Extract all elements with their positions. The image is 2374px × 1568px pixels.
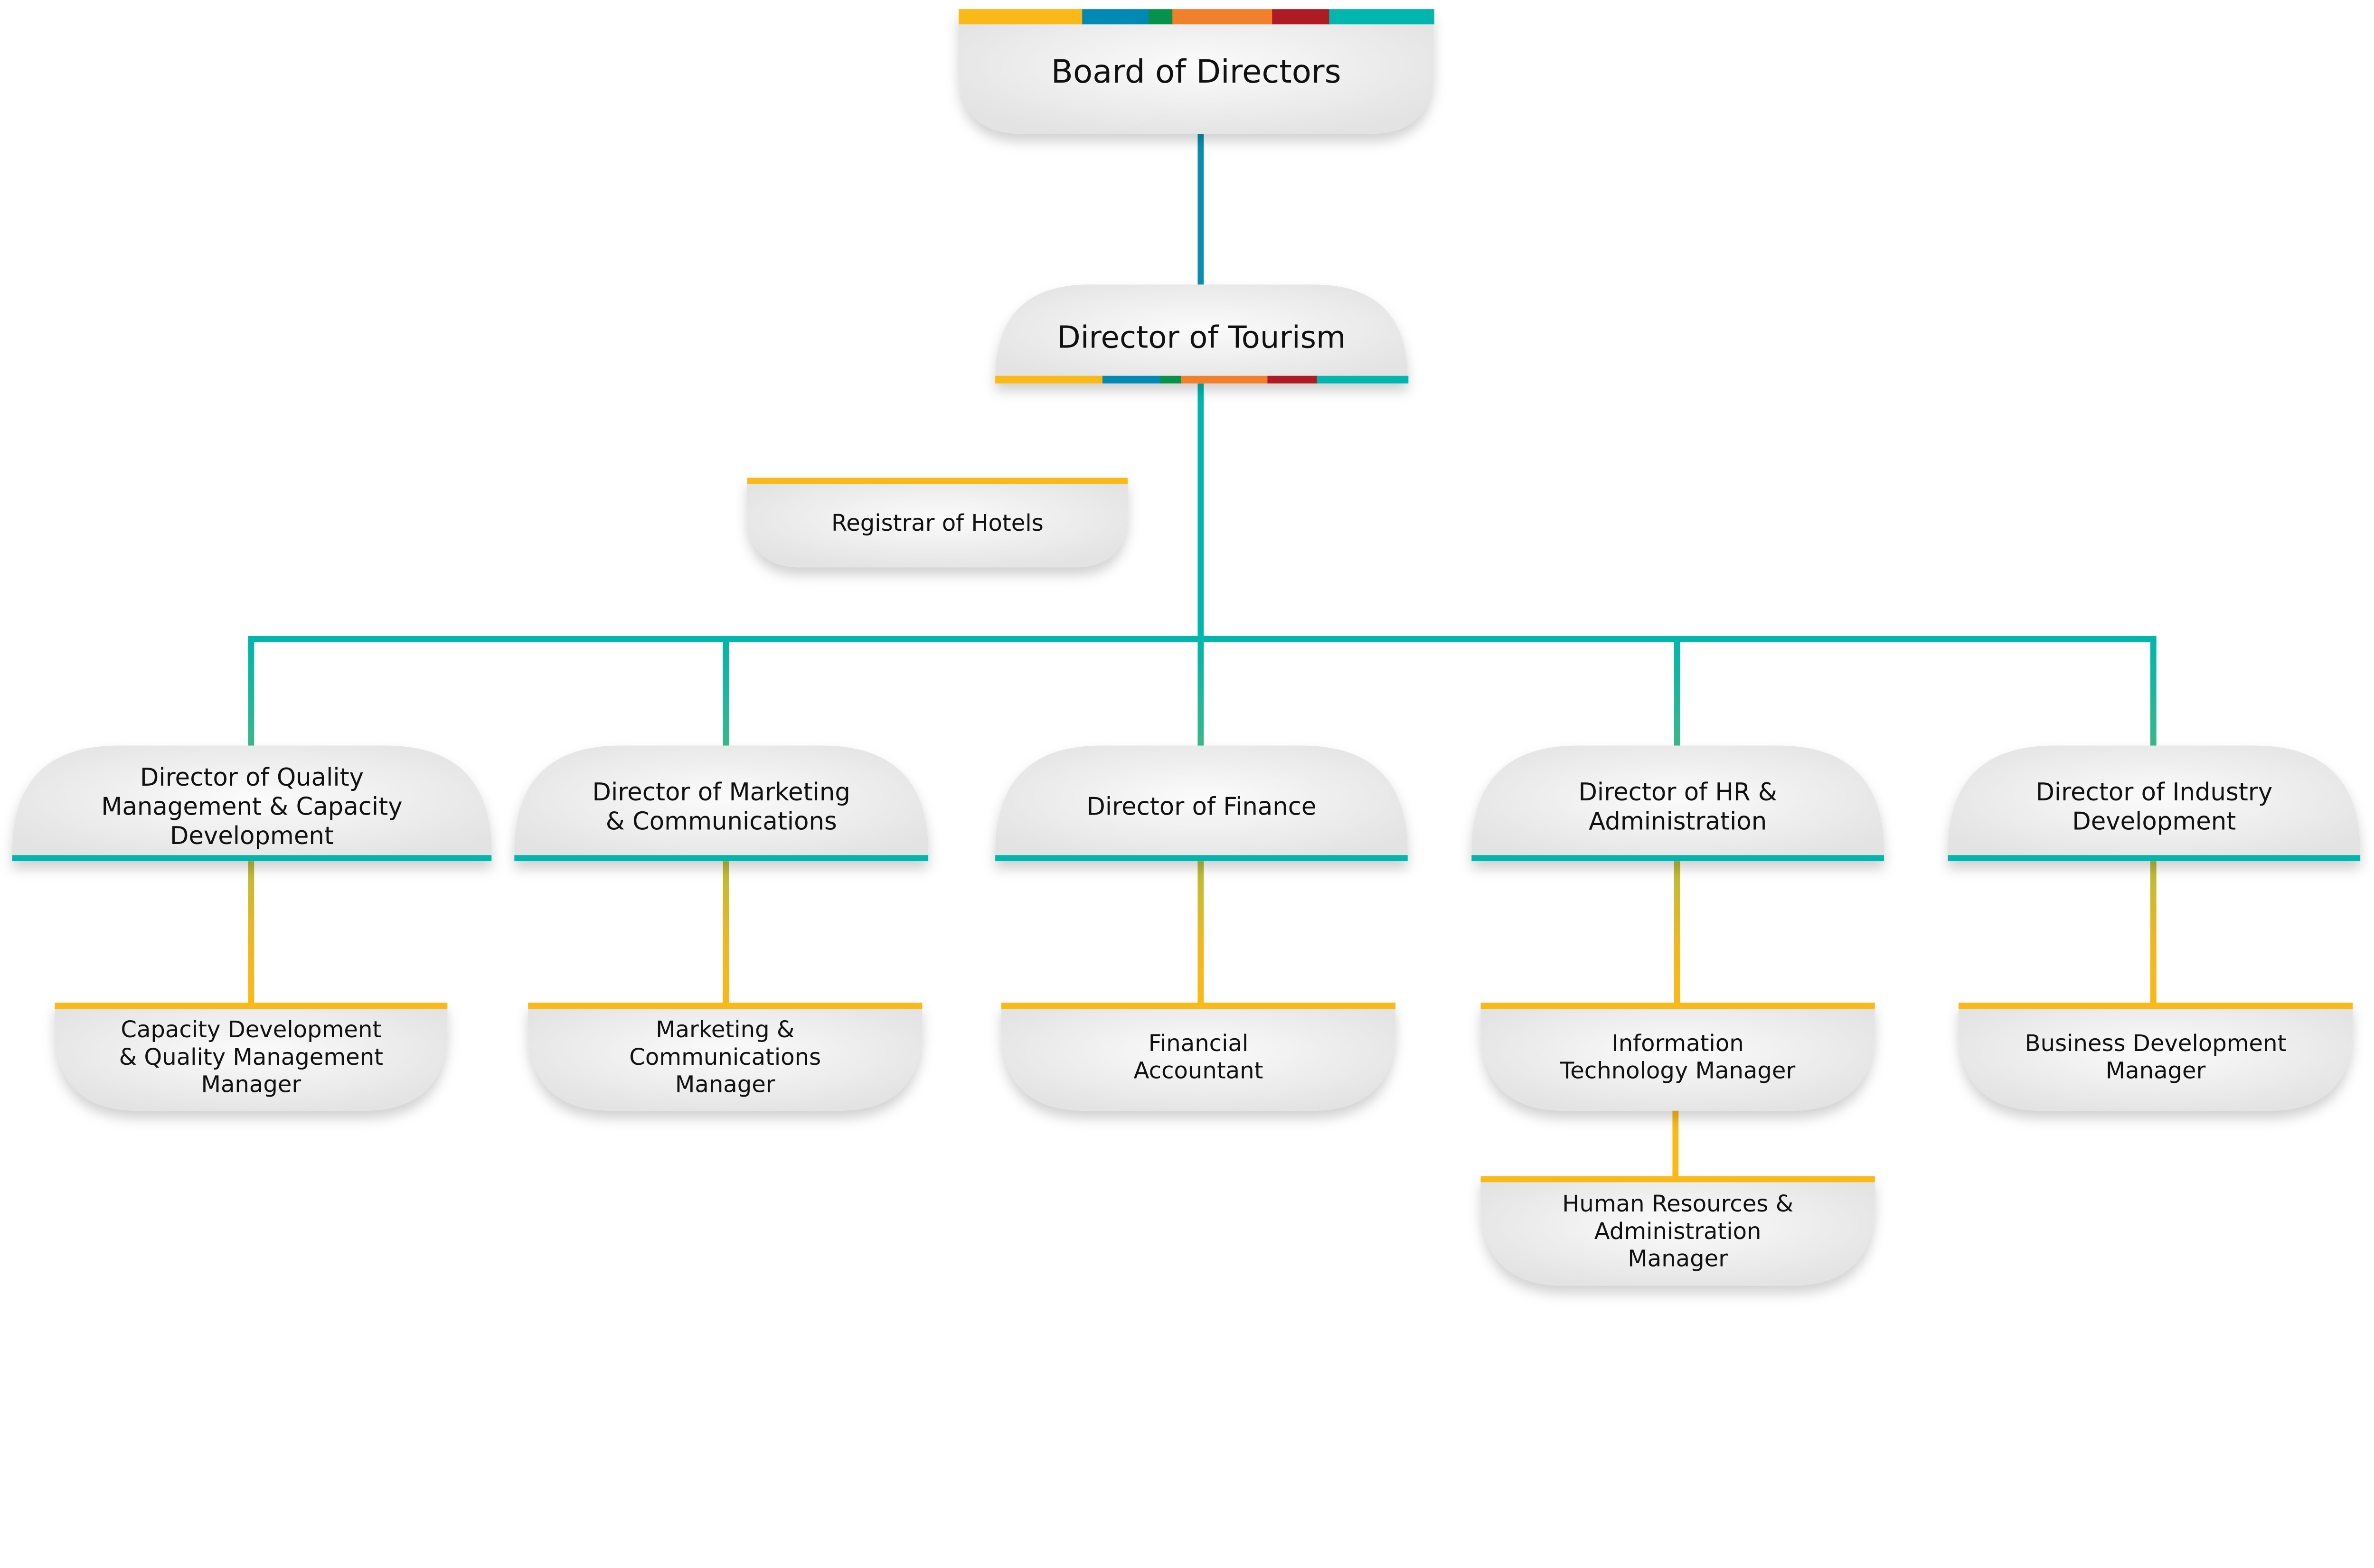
node-label-line: Director of HR &: [1578, 778, 1777, 807]
node-label-line: Information: [1612, 1030, 1744, 1057]
node-label-line: Board of Directors: [1051, 53, 1341, 90]
node-label-line: Marketing &: [656, 1016, 794, 1043]
node-accent-bar: [528, 1003, 923, 1009]
node-accent-bar: [1948, 855, 2361, 862]
node-accent-bar: [1480, 1003, 1875, 1009]
node-box: [12, 745, 492, 862]
node-accent-bar: [12, 855, 492, 862]
color-stripe-segment: [995, 376, 1103, 384]
node-label-line: Director of Industry: [2035, 778, 2272, 807]
color-stripe-segment: [1317, 376, 1409, 384]
director-drop-line: [723, 639, 729, 749]
node-label-line: Manager: [201, 1071, 301, 1098]
director-drop-line: [248, 639, 254, 749]
node-label-line: Financial: [1149, 1030, 1248, 1057]
node-label-line: & Communications: [606, 807, 837, 836]
node-box: [1948, 745, 2361, 862]
node-label-line: Development: [2072, 807, 2236, 836]
node-label-line: Registrar of Hotels: [831, 510, 1044, 536]
node-accent-bar: [1001, 1003, 1396, 1009]
color-stripe-segment: [1149, 9, 1173, 25]
node-box: [1471, 745, 1884, 862]
manager-drop-line: [2150, 858, 2157, 1006]
node-label-line: Capacity Development: [121, 1016, 381, 1043]
manager-drop-line: [723, 858, 729, 1006]
color-stripe-segment: [1272, 9, 1330, 25]
node-accent-bar: [747, 478, 1128, 484]
color-stripe-segment: [1160, 376, 1182, 384]
node-label-line: Business Development: [2025, 1030, 2287, 1057]
node-label-line: Manager: [2106, 1058, 2206, 1084]
manager-drop-line: [1197, 858, 1204, 1006]
node-accent-bar: [1480, 1176, 1875, 1183]
node-accent-bar: [995, 855, 1408, 862]
node-label-line: Manager: [1628, 1245, 1728, 1272]
node-label-line: Administration: [1594, 1218, 1762, 1245]
node-director-of-tourism[interactable]: Director of Tourism: [995, 284, 1409, 384]
node-label-line: Director of Tourism: [1057, 320, 1346, 355]
node-accent-bar: [55, 1003, 448, 1009]
node-box: [959, 9, 1434, 134]
manager-drop-line: [248, 858, 254, 1006]
node-director[interactable]: Director of HR &Administration: [1471, 745, 1884, 862]
node-accent-bar: [1958, 1003, 2353, 1009]
node-label-line: Technology Manager: [1560, 1058, 1795, 1084]
node-box: [528, 1003, 923, 1111]
node-director[interactable]: Director of Marketing& Communications: [514, 745, 929, 862]
node-label-line: Human Resources &: [1562, 1191, 1793, 1217]
node-registrar-of-hotels[interactable]: Registrar of Hotels: [747, 478, 1128, 568]
node-accent-bar: [1471, 855, 1884, 862]
color-stripe-segment: [1181, 376, 1269, 384]
node-box: [1480, 1176, 1875, 1286]
node-box: [995, 745, 1408, 862]
color-stripe-segment: [1329, 9, 1434, 25]
node-box: [747, 478, 1128, 568]
node-label-line: Manager: [675, 1071, 775, 1098]
color-stripe-segment: [1082, 9, 1149, 25]
node-label-line: Administration: [1589, 807, 1767, 836]
node-box: [1480, 1003, 1875, 1111]
color-stripe-segment: [1267, 376, 1318, 384]
color-stripe-segment: [959, 9, 1083, 25]
node-label-line: Accountant: [1134, 1058, 1263, 1084]
node-box: [55, 1003, 448, 1111]
color-stripe-segment: [1172, 9, 1273, 25]
node-label-line: Director of Marketing: [593, 778, 850, 807]
node-label-line: Director of Finance: [1086, 793, 1316, 821]
director-drop-line: [1674, 639, 1680, 749]
node-label-line: Director of Quality: [140, 763, 364, 792]
node-box: [995, 284, 1408, 384]
color-stripe-segment: [1102, 376, 1161, 384]
node-label-line: Communications: [629, 1044, 821, 1070]
node-label-line: & Quality Management: [119, 1044, 383, 1070]
node-director[interactable]: Director of Finance: [995, 745, 1408, 862]
node-accent-bar: [514, 855, 929, 862]
node-box: [514, 745, 929, 862]
director-drop-line: [1197, 639, 1204, 749]
node-box: [1958, 1003, 2353, 1111]
director-drop-line: [2150, 639, 2157, 749]
node-label-line: Development: [170, 822, 334, 850]
node-manager[interactable]: Capacity Development& Quality Management…: [55, 1003, 448, 1111]
node-label-line: Management & Capacity: [101, 793, 402, 821]
node-board-of-directors[interactable]: Board of Directors: [959, 9, 1434, 134]
manager-drop-line: [1674, 858, 1680, 1006]
node-box: [1001, 1003, 1396, 1111]
